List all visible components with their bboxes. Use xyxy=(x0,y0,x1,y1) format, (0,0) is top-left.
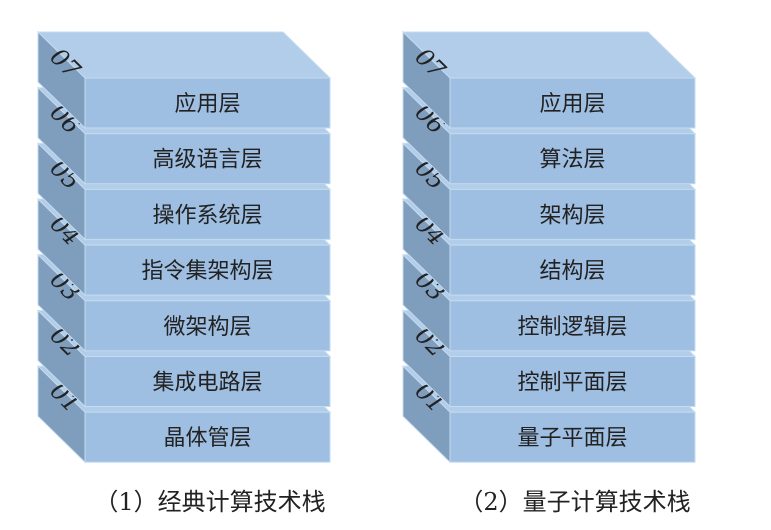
layer-front-face xyxy=(84,188,331,240)
layer-front-face xyxy=(449,188,696,240)
layer-front-face xyxy=(449,356,696,407)
layer-label: 应用层 xyxy=(174,92,240,117)
layer-front-face xyxy=(449,77,696,129)
layer-label: 结构层 xyxy=(539,259,605,284)
layer-front-face xyxy=(84,300,331,352)
layer-label: 应用层 xyxy=(539,92,605,117)
layer-front-face xyxy=(84,77,331,129)
layer-label: 晶体管层 xyxy=(163,426,251,451)
layer-front-face xyxy=(449,411,696,463)
layer-label: 集成电路层 xyxy=(152,371,262,396)
layer-front-face xyxy=(84,133,331,185)
layer-label: 控制逻辑层 xyxy=(517,315,627,340)
layer-front-face xyxy=(449,244,696,296)
layer-top-face xyxy=(36,31,332,79)
layer-label: 操作系统层 xyxy=(152,203,262,228)
layer-label: 微架构层 xyxy=(163,315,251,340)
layer-label: 控制平面层 xyxy=(517,371,627,396)
layer-front-face xyxy=(84,411,331,463)
layer-label: 算法层 xyxy=(539,148,605,173)
layer-front-face xyxy=(84,356,331,407)
layer-label: 量子平面层 xyxy=(517,426,627,451)
caption-classical: （1）经典计算技术栈 xyxy=(94,488,326,516)
layer-label: 架构层 xyxy=(539,203,605,228)
layer-label: 指令集架构层 xyxy=(141,259,273,284)
layer-front-face xyxy=(449,133,696,185)
caption-quantum: （2）量子计算技术栈 xyxy=(459,488,691,516)
layer-label: 高级语言层 xyxy=(152,148,262,173)
layer-front-face xyxy=(84,244,331,296)
layer-front-face xyxy=(449,300,696,352)
layer-top-face xyxy=(401,31,697,79)
